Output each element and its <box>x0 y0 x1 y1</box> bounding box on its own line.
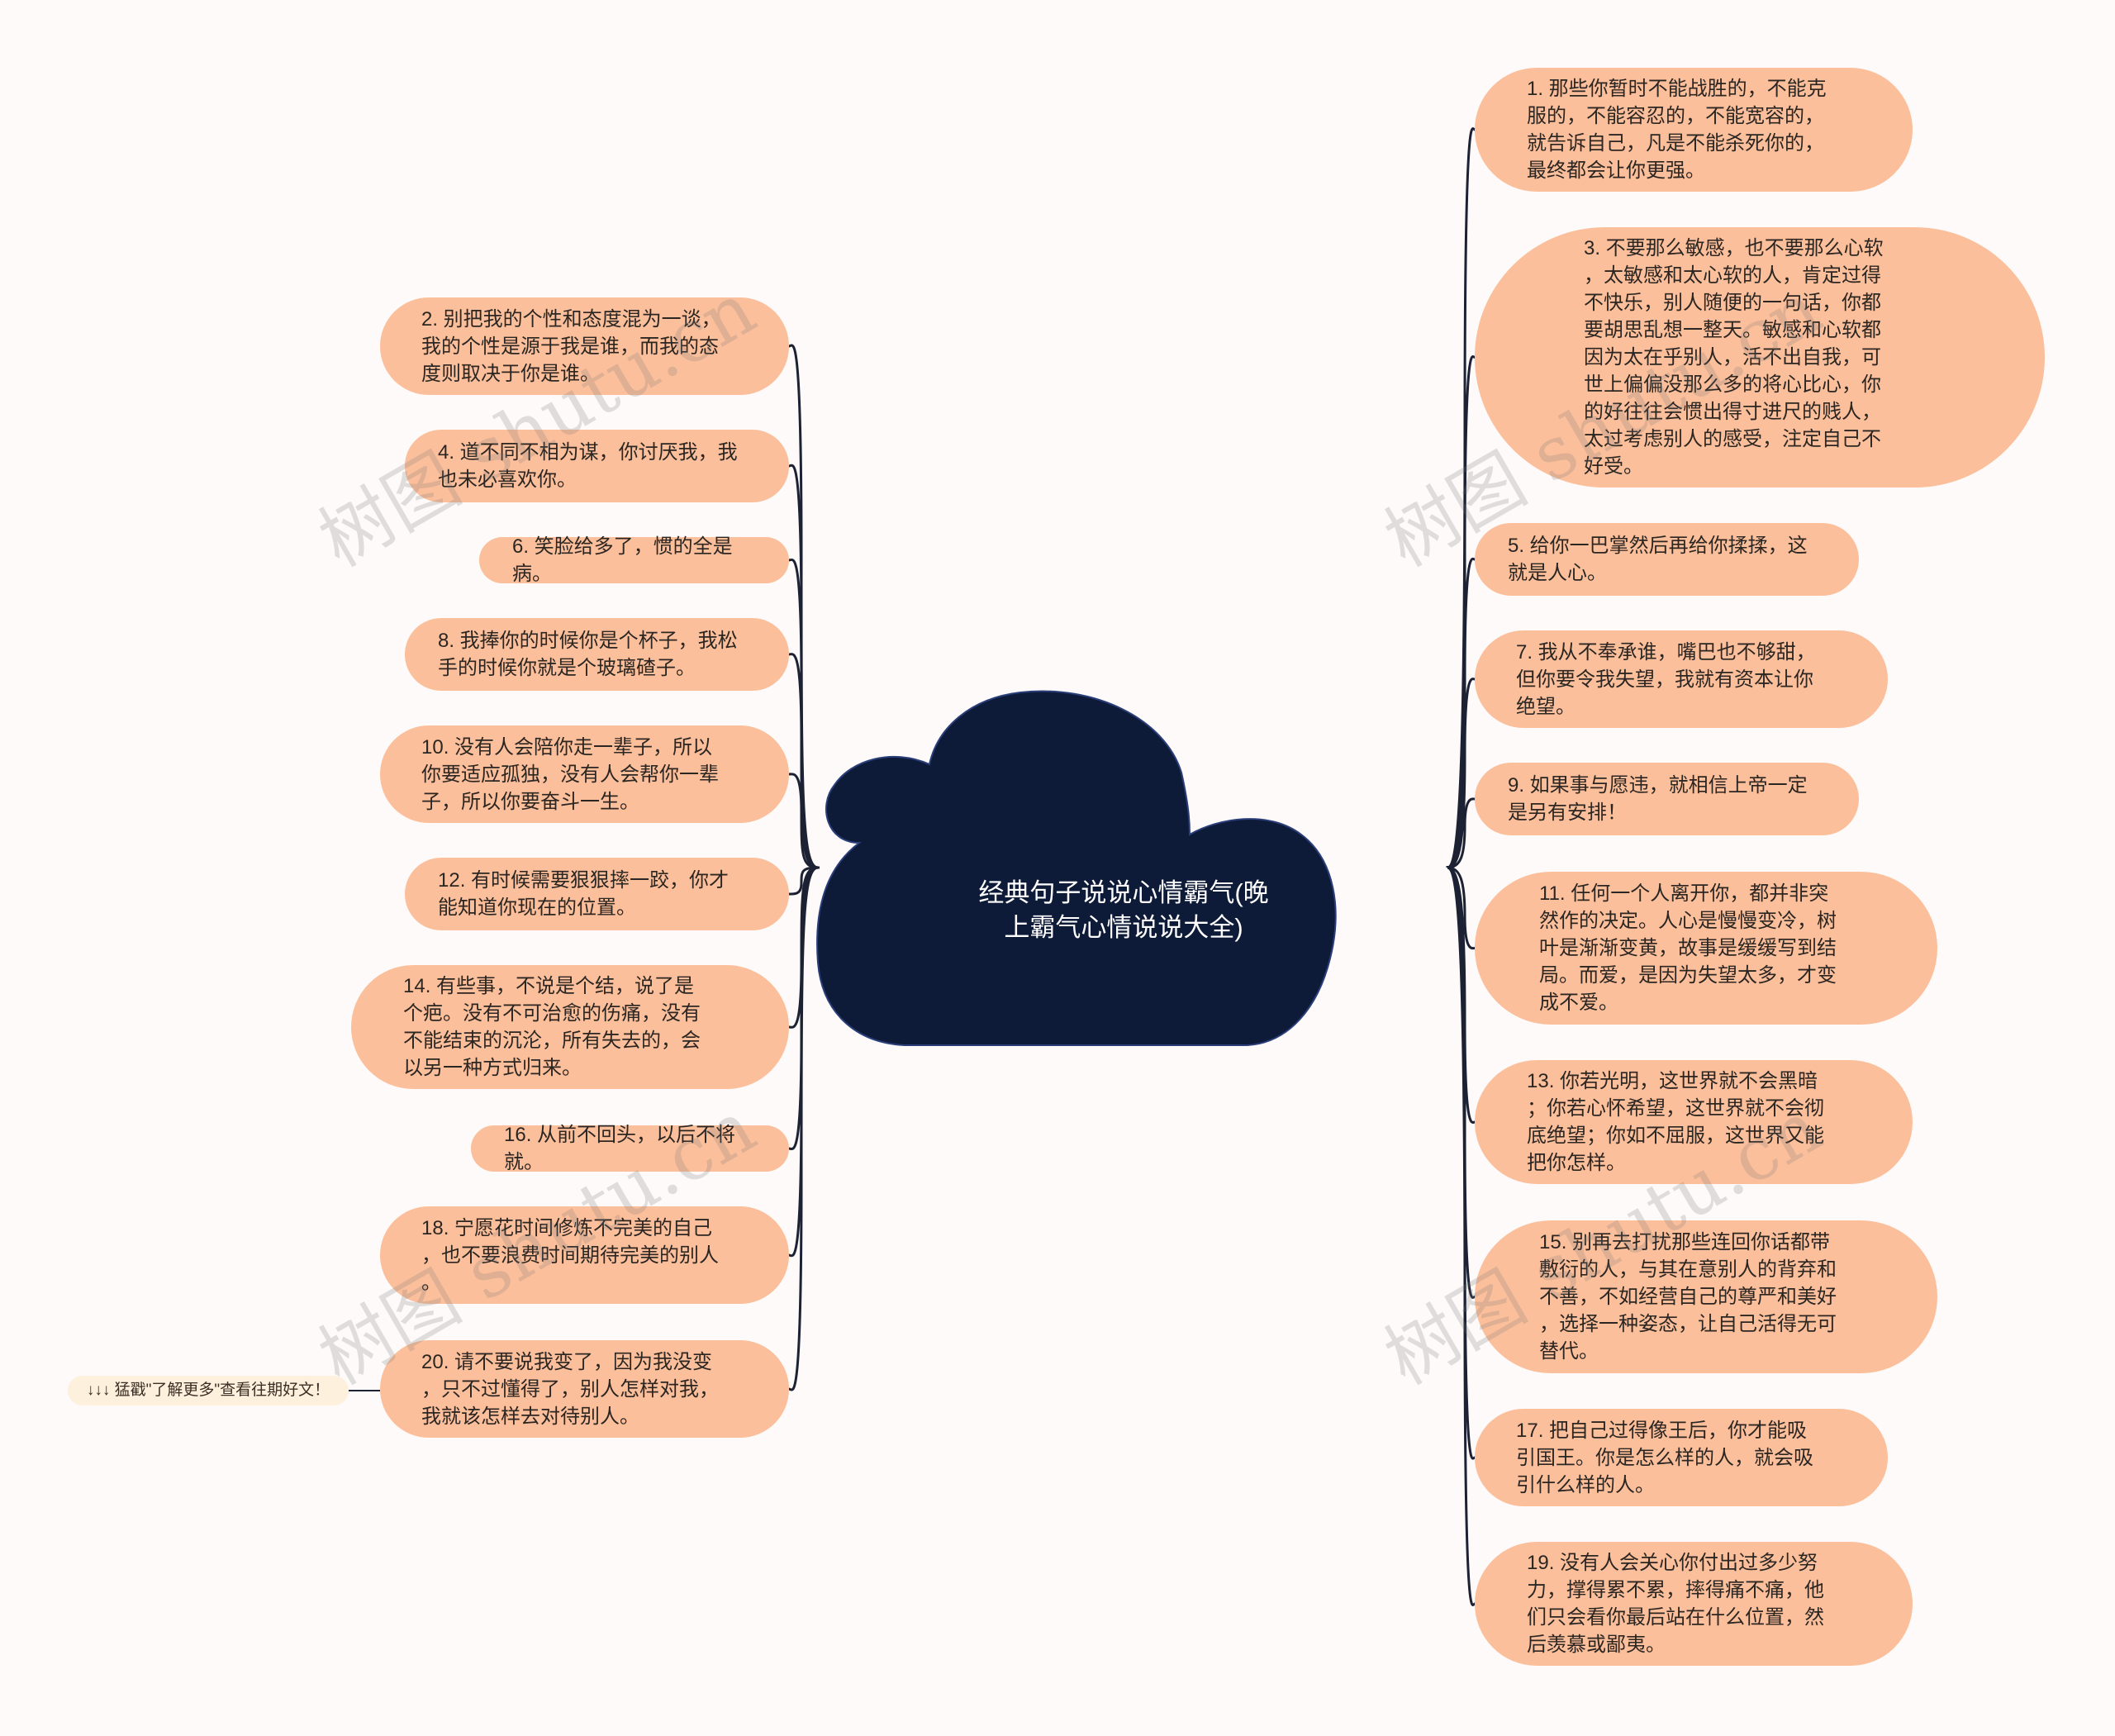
right-topic-text: 17. 把自己过得像王后，你才能吸 引国王。你是怎么样的人，就会吸 引什么样的人… <box>1516 1419 1813 1496</box>
left-topic-node[interactable]: 8. 我捧你的时候你是个杯子，我松 手的时候你就是个玻璃碴子。 <box>405 618 789 691</box>
left-topic-node[interactable]: 18. 宁愿花时间修炼不完美的自己 ，也不要浪费时间期待完美的别人 。 <box>380 1206 789 1304</box>
right-topic-text: 13. 你若光明，这世界就不会黑暗 ；你若心怀希望，这世界就不会彻 底绝望；你如… <box>1527 1070 1824 1174</box>
right-connector-line <box>1447 866 1476 1460</box>
left-connector-line <box>788 866 819 896</box>
left-topic-node[interactable]: 2. 别把我的个性和态度混为一谈， 我的个性是源于我是谁，而我的态 度则取决于你… <box>380 297 789 395</box>
right-topic-text: 3. 不要那么敏感，也不要那么心软 ，太敏感和太心软的人，肯定过得 不快乐，别人… <box>1584 237 1884 478</box>
central-topic[interactable]: 经典句子说说心情霸气(晚 上霸气心情说说大全) <box>978 878 1269 942</box>
right-topic-text: 7. 我从不奉承谁，嘴巴也不够甜， 但你要令我失望，我就有资本让你 绝望。 <box>1516 640 1816 718</box>
right-connector-line <box>1447 557 1476 869</box>
right-connector-line <box>1447 866 1476 1299</box>
left-topic-text: 6. 笑脸给多了，惯的全是病。 <box>512 535 733 585</box>
left-connector-line <box>788 866 819 1151</box>
left-topic-text: 8. 我捧你的时候你是个杯子，我松 手的时候你就是个玻璃碴子。 <box>438 630 738 679</box>
right-topic-text: 15. 别再去打扰那些连回你话都带 敷衍的人，与其在意别人的背弃和 不善，不如经… <box>1539 1231 1837 1363</box>
left-topic-node[interactable]: 6. 笑脸给多了，惯的全是病。 <box>479 535 789 585</box>
left-topic-node[interactable]: 14. 有些事，不说是个结，说了是 个疤。没有不可治愈的伤痛，没有 不能结束的沉… <box>351 965 789 1089</box>
left-topic-text: 12. 有时候需要狠狠摔一跤，你才 能知道你现在的位置。 <box>438 869 730 919</box>
left-topic-text: 4. 道不同不相为谋，你讨厌我，我 也未必喜欢你。 <box>438 441 738 491</box>
right-topic-text: 19. 没有人会关心你付出过多少努 力，撑得累不累，摔得痛不痛，他 们只会看你最… <box>1527 1552 1824 1656</box>
left-topic-node[interactable]: 16. 从前不回头，以后不将就。 <box>471 1124 789 1173</box>
right-topic-node[interactable]: 11. 任何一个人离开你，都并非突 然作的决定。人心是慢慢变冷，树 叶是渐渐变黄… <box>1475 872 1937 1025</box>
right-topic-node[interactable]: 15. 别再去打扰那些连回你话都带 敷衍的人，与其在意别人的背弃和 不善，不如经… <box>1475 1220 1937 1373</box>
right-connector-line <box>1447 127 1476 869</box>
left-topic-text: 10. 没有人会陪你走一辈子，所以 你要适应孤独，没有人会帮你一辈 子，所以你要… <box>421 735 719 813</box>
right-topic-text: 9. 如果事与愿违，就相信上帝一定 是另有安排！ <box>1508 774 1808 824</box>
more-articles-note[interactable]: ↓↓↓ 猛戳"了解更多"查看往期好文！ <box>68 1376 349 1405</box>
right-topic-node[interactable]: 5. 给你一巴掌然后再给你揉揉，这 就是人心。 <box>1475 523 1859 596</box>
left-topic-text: 16. 从前不回头，以后不将就。 <box>504 1124 736 1173</box>
left-topic-node[interactable]: 4. 道不同不相为谋，你讨厌我，我 也未必喜欢你。 <box>405 430 789 502</box>
right-topic-node[interactable]: 9. 如果事与愿违，就相信上帝一定 是另有安排！ <box>1475 763 1859 835</box>
right-topic-node[interactable]: 7. 我从不奉承谁，嘴巴也不够甜， 但你要令我失望，我就有资本让你 绝望。 <box>1475 630 1888 728</box>
left-topic-text: 20. 请不要说我变了，因为我没变 ，只不过懂得了，别人怎样对我， 我就该怎样去… <box>421 1350 719 1428</box>
left-connector-line <box>788 866 819 1029</box>
right-topic-text: 1. 那些你暂时不能战胜的，不能克 服的，不能容忍的，不能宽容的， 就告诉自己，… <box>1527 78 1827 182</box>
left-topic-text: 14. 有些事，不说是个结，说了是 个疤。没有不可治愈的伤痛，没有 不能结束的沉… <box>403 975 701 1079</box>
right-topic-node[interactable]: 3. 不要那么敏感，也不要那么心软 ，太敏感和太心软的人，肯定过得 不快乐，别人… <box>1475 227 2045 488</box>
right-topic-node[interactable]: 19. 没有人会关心你付出过多少努 力，撑得累不累，摔得痛不痛，他 们只会看你最… <box>1475 1542 1913 1666</box>
left-topic-node[interactable]: 20. 请不要说我变了，因为我没变 ，只不过懂得了，别人怎样对我， 我就该怎样去… <box>380 1340 789 1438</box>
left-topic-node[interactable]: 12. 有时候需要狠狠摔一跤，你才 能知道你现在的位置。 <box>405 858 789 930</box>
right-topic-node[interactable]: 13. 你若光明，这世界就不会黑暗 ；你若心怀希望，这世界就不会彻 底绝望；你如… <box>1475 1060 1913 1184</box>
right-topic-text: 11. 任何一个人离开你，都并非突 然作的决定。人心是慢慢变冷，树 叶是渐渐变黄… <box>1539 882 1837 1014</box>
left-topic-node[interactable]: 10. 没有人会陪你走一辈子，所以 你要适应孤独，没有人会帮你一辈 子，所以你要… <box>380 725 789 823</box>
central-cloud-shape[interactable] <box>816 690 1337 1046</box>
left-connector-line <box>788 344 819 869</box>
right-connector-line <box>1447 866 1476 950</box>
left-topic-text: 2. 别把我的个性和态度混为一谈， 我的个性是源于我是谁，而我的态 度则取决于你… <box>421 307 721 385</box>
right-topic-node[interactable]: 17. 把自己过得像王后，你才能吸 引国王。你是怎么样的人，就会吸 引什么样的人… <box>1475 1409 1888 1506</box>
right-topic-node[interactable]: 1. 那些你暂时不能战胜的，不能克 服的，不能容忍的，不能宽容的， 就告诉自己，… <box>1475 68 1913 192</box>
right-connector-line <box>1447 797 1476 869</box>
right-topic-text: 5. 给你一巴掌然后再给你揉揉，这 就是人心。 <box>1508 535 1808 584</box>
left-topic-text: 18. 宁愿花时间修炼不完美的自己 ，也不要浪费时间期待完美的别人 。 <box>421 1216 719 1294</box>
right-connector-line <box>1447 866 1476 1124</box>
